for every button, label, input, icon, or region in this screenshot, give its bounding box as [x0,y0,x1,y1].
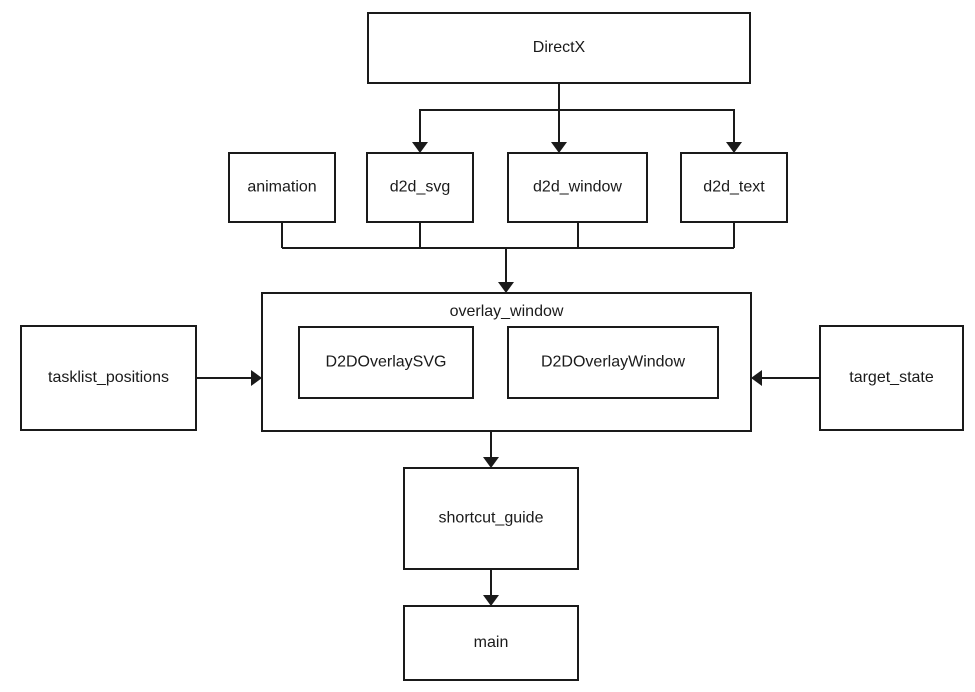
edge-shortcut_guide-to-main [483,569,499,606]
arrow-head-icon [412,142,428,153]
edge-tasklist_positions-to-overlay_window [196,370,262,386]
edge-overlay_window-to-shortcut_guide [483,431,499,468]
node-animation[interactable]: animation [228,152,336,223]
node-tasklist_positions[interactable]: tasklist_positions [20,325,197,431]
node-rect[interactable] [507,152,648,223]
node-rect[interactable] [367,12,751,84]
edge-directx-to-d2d_text [558,83,742,153]
edges-layer [196,83,820,606]
arrow-head-icon [251,370,262,386]
arrow-head-icon [498,282,514,293]
node-rect[interactable] [680,152,788,223]
node-rect[interactable] [403,467,579,570]
node-d2d_text[interactable]: d2d_text [680,152,788,223]
edge-directx-to-d2d_svg [412,83,560,153]
edge-line [419,83,560,146]
node-d2d_overlay_window[interactable]: D2DOverlayWindow [507,326,719,399]
node-rect[interactable] [507,326,719,399]
node-rect[interactable] [298,326,474,399]
node-d2d_svg[interactable]: d2d_svg [366,152,474,223]
arrow-head-icon [551,142,567,153]
arrow-head-icon [483,457,499,468]
node-rect[interactable] [366,152,474,223]
node-rect[interactable] [819,325,964,431]
arrow-head-icon [726,142,742,153]
node-directx[interactable]: DirectX [367,12,751,84]
node-main[interactable]: main [403,605,579,681]
node-rect[interactable] [20,325,197,431]
arrow-head-icon [751,370,762,386]
node-shortcut_guide[interactable]: shortcut_guide [403,467,579,570]
node-target_state[interactable]: target_state [819,325,964,431]
node-rect[interactable] [403,605,579,681]
node-rect[interactable] [228,152,336,223]
node-d2d_window[interactable]: d2d_window [507,152,648,223]
edge-bus-to-overlay_window [498,248,514,293]
node-d2d_overlay_svg[interactable]: D2DOverlaySVG [298,326,474,399]
edge-target_state-to-overlay_window [751,370,820,386]
arrow-head-icon [483,595,499,606]
edge-line [558,83,735,146]
